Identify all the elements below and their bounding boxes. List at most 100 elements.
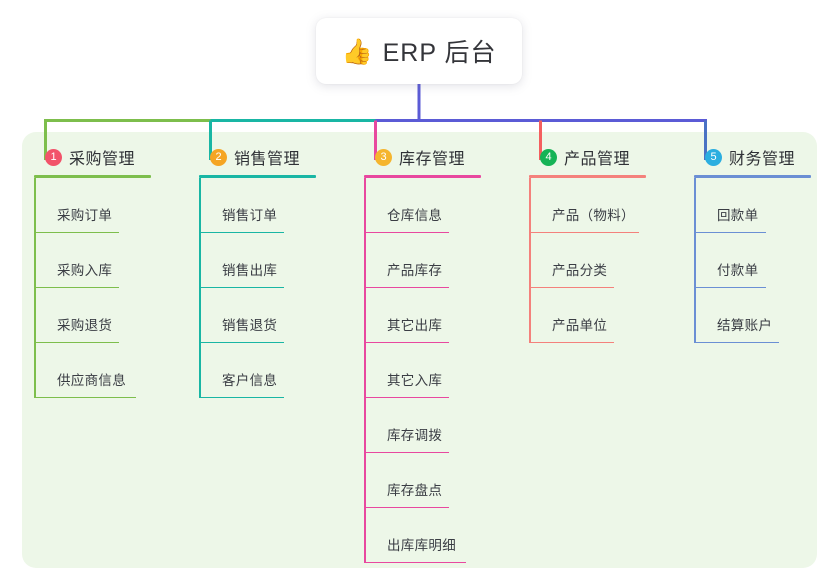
branch-item-list: 采购订单采购入库采购退货供应商信息: [34, 178, 151, 398]
branch-item-label: 采购入库: [57, 263, 113, 278]
branch-spine: [364, 178, 366, 563]
branch-item-rule: [529, 231, 639, 233]
branch-header-2[interactable]: 2 销售管理: [199, 145, 316, 169]
branch-number-badge: 5: [705, 148, 722, 166]
branch-item[interactable]: 库存盘点: [364, 453, 481, 508]
branch-item-rule: [199, 231, 284, 233]
branch-item[interactable]: 库存调拨: [364, 398, 481, 453]
branch-item-label: 供应商信息: [57, 373, 126, 388]
branch-item[interactable]: 产品库存: [364, 233, 481, 288]
branch-item-label: 库存盘点: [387, 483, 443, 498]
branch-item-rule: [694, 286, 766, 288]
branch-item-list: 回款单付款单结算账户: [694, 178, 811, 343]
branch-item-label: 结算账户: [717, 318, 773, 333]
branch-number-badge: 4: [540, 148, 557, 166]
branch-item-rule: [529, 341, 614, 343]
branch-item-list: 销售订单销售出库销售退货客户信息: [199, 178, 316, 398]
branch-item-label: 库存调拨: [387, 428, 443, 443]
branch-item-label: 销售订单: [222, 208, 278, 223]
branch-item-rule: [34, 286, 119, 288]
branch-item-rule: [364, 506, 449, 508]
branch-header-rule: [199, 175, 316, 178]
branch-item[interactable]: 其它入库: [364, 343, 481, 398]
branch-column-2: 2 销售管理销售订单销售出库销售退货客户信息: [199, 145, 316, 398]
branch-item-rule: [34, 231, 119, 233]
branch-item-rule: [529, 286, 614, 288]
branch-item-label: 出库库明细: [387, 538, 456, 553]
branch-header-1[interactable]: 1 采购管理: [34, 145, 151, 169]
branch-item-label: 客户信息: [222, 373, 278, 388]
branch-item[interactable]: 结算账户: [694, 288, 811, 343]
branch-item[interactable]: 采购退货: [34, 288, 151, 343]
branch-title: 采购管理: [69, 151, 136, 168]
branch-item-label: 产品分类: [552, 263, 608, 278]
branch-item-label: 采购订单: [57, 208, 113, 223]
branch-column-5: 5 财务管理回款单付款单结算账户: [694, 145, 811, 343]
branch-item[interactable]: 回款单: [694, 178, 811, 233]
branch-item-rule: [694, 341, 779, 343]
branch-item-rule: [364, 561, 466, 563]
branch-item-label: 其它入库: [387, 373, 443, 388]
branch-item[interactable]: 采购订单: [34, 178, 151, 233]
branch-title: 产品管理: [564, 151, 631, 168]
branch-item[interactable]: 仓库信息: [364, 178, 481, 233]
branch-column-3: 3 库存管理仓库信息产品库存其它出库其它入库库存调拨库存盘点出库库明细: [364, 145, 481, 563]
branch-item[interactable]: 出库库明细: [364, 508, 481, 563]
branches-panel: [22, 132, 817, 568]
branch-column-1: 1 采购管理采购订单采购入库采购退货供应商信息: [34, 145, 151, 398]
branch-item-rule: [364, 286, 449, 288]
branch-header-5[interactable]: 5 财务管理: [694, 145, 811, 169]
branch-header-3[interactable]: 3 库存管理: [364, 145, 481, 169]
branch-item-rule: [199, 396, 284, 398]
branch-item-rule: [34, 341, 119, 343]
branch-item-rule: [694, 231, 766, 233]
branch-header-4[interactable]: 4 产品管理: [529, 145, 646, 169]
branch-spine: [694, 178, 696, 343]
branch-column-4: 4 产品管理产品（物料） 产品分类产品单位: [529, 145, 646, 343]
branch-item-list: 产品（物料） 产品分类产品单位: [529, 178, 646, 343]
branch-number-badge: 2: [210, 148, 227, 166]
branch-item[interactable]: 付款单: [694, 233, 811, 288]
branch-title: 库存管理: [399, 151, 466, 168]
branch-item[interactable]: 产品分类: [529, 233, 646, 288]
branch-item-rule: [34, 396, 136, 398]
branch-item-rule: [364, 231, 449, 233]
branch-item-label: 付款单: [717, 263, 759, 278]
root-node-title: ERP 后台: [382, 39, 497, 67]
branch-item-rule: [364, 451, 449, 453]
branch-header-rule: [529, 175, 646, 178]
branch-spine: [529, 178, 531, 343]
branch-item-list: 仓库信息产品库存其它出库其它入库库存调拨库存盘点出库库明细: [364, 178, 481, 563]
thumbs-up-icon: 👍: [341, 37, 373, 66]
branch-item[interactable]: 销售订单: [199, 178, 316, 233]
branch-header-rule: [364, 175, 481, 178]
branch-item-label: 其它出库: [387, 318, 443, 333]
branch-item[interactable]: 销售退货: [199, 288, 316, 343]
branch-title: 销售管理: [234, 151, 301, 168]
branch-item-rule: [199, 286, 284, 288]
branch-item[interactable]: 客户信息: [199, 343, 316, 398]
branch-number-badge: 3: [375, 148, 392, 166]
root-node[interactable]: 👍 ERP 后台: [316, 18, 522, 84]
branch-item-rule: [199, 341, 284, 343]
branch-item[interactable]: 销售出库: [199, 233, 316, 288]
branch-item[interactable]: 产品单位: [529, 288, 646, 343]
branch-item-label: 销售退货: [222, 318, 278, 333]
branch-item[interactable]: 其它出库: [364, 288, 481, 343]
branch-spine: [199, 178, 201, 398]
branch-item-label: 回款单: [717, 208, 759, 223]
branch-item-label: 产品单位: [552, 318, 608, 333]
branch-item-label: 仓库信息: [387, 208, 443, 223]
branch-item-label: 产品库存: [387, 263, 443, 278]
branch-header-rule: [34, 175, 151, 178]
branch-number-badge: 1: [45, 148, 62, 166]
branch-header-rule: [694, 175, 811, 178]
branch-item-rule: [364, 341, 449, 343]
branch-item[interactable]: 供应商信息: [34, 343, 151, 398]
branch-title: 财务管理: [729, 151, 796, 168]
branch-item-label: 产品（物料）: [552, 208, 635, 223]
branch-item[interactable]: 采购入库: [34, 233, 151, 288]
branch-item-rule: [364, 396, 449, 398]
branch-item[interactable]: 产品（物料）: [529, 178, 646, 233]
